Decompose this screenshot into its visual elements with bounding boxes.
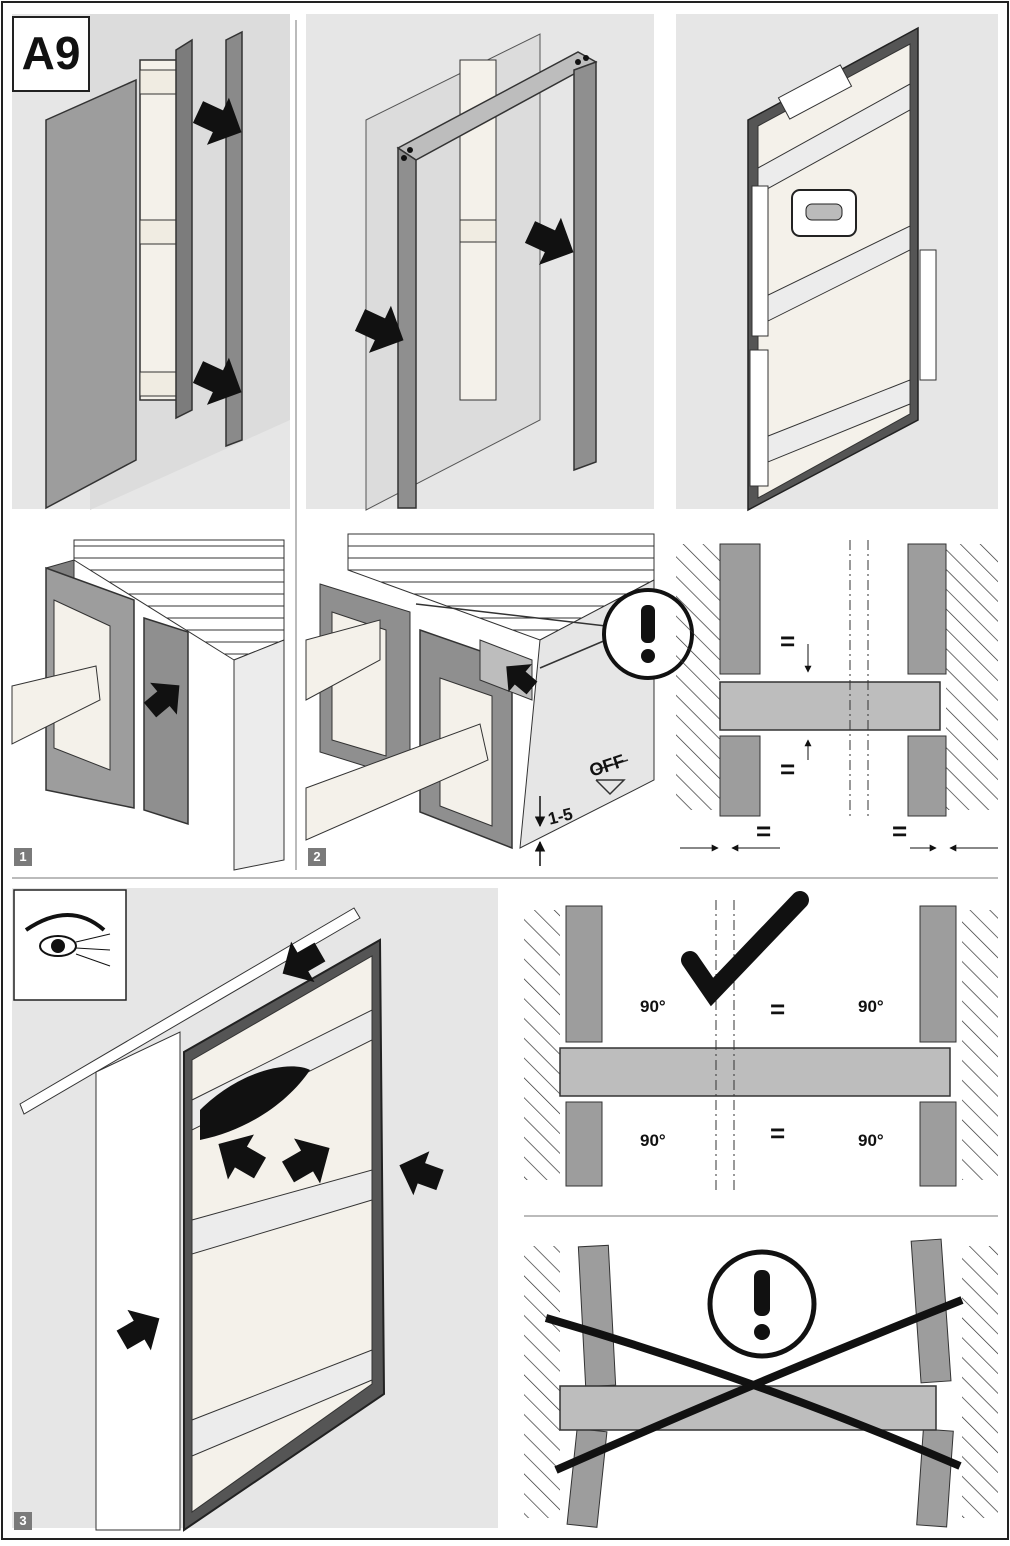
svg-text:=: =	[780, 626, 795, 656]
svg-text:90°: 90°	[640, 997, 666, 1016]
checkmark-icon	[681, 891, 809, 1007]
cross-line-b	[554, 1296, 964, 1474]
step-number-3: 3	[14, 1512, 32, 1530]
svg-text:90°: 90°	[858, 997, 884, 1016]
svg-text:=: =	[770, 1118, 785, 1148]
correct-section: 90° 90° 90° 90° = =	[524, 891, 998, 1190]
panel-1-top	[12, 14, 290, 510]
svg-text:=: =	[780, 754, 795, 784]
feather-icon	[200, 1066, 310, 1140]
incorrect-section	[524, 1238, 998, 1528]
step-2-detail: OFF 1-5	[305, 533, 694, 866]
step-number-2: 2	[308, 848, 326, 866]
panel-2-top	[306, 14, 654, 511]
section-detail-top: = = = =	[676, 540, 998, 852]
figure-code-label: A9	[12, 16, 90, 92]
panel-3-top	[676, 14, 998, 512]
svg-text:=: =	[756, 816, 771, 846]
svg-text:90°: 90°	[640, 1131, 666, 1150]
svg-text:90°: 90°	[858, 1131, 884, 1150]
svg-text:=: =	[770, 994, 785, 1024]
step-1-detail	[11, 539, 285, 871]
step-number-1: 1	[14, 848, 32, 866]
svg-text:=: =	[892, 816, 907, 846]
step-3-scene	[12, 888, 498, 1532]
